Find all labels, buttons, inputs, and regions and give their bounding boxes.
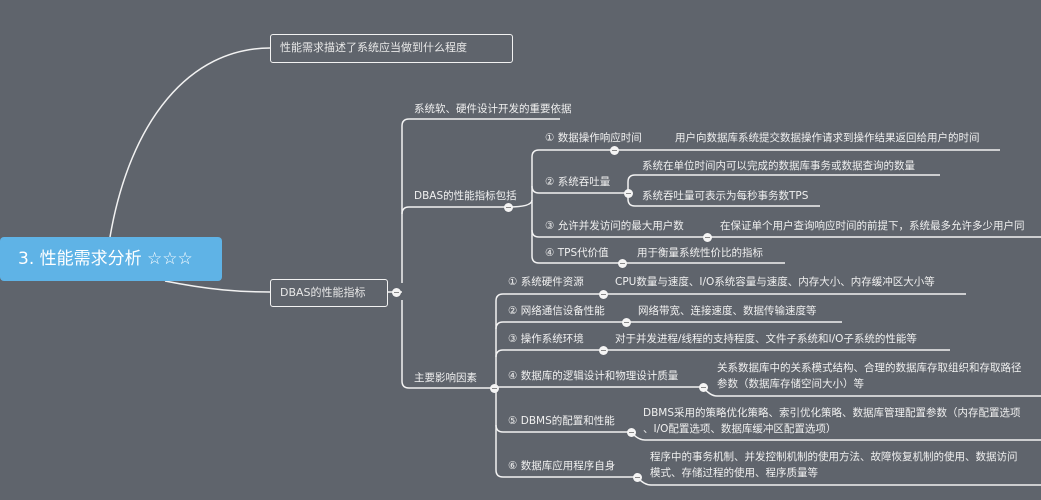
node-factors[interactable]: 主要影响因素 bbox=[414, 372, 477, 384]
collapse-toggle[interactable] bbox=[489, 383, 499, 393]
node-performance-description[interactable]: 性能需求描述了系统应当做到什么程度 bbox=[270, 34, 513, 63]
node-tps-cost[interactable]: ④ TPS代价值 bbox=[545, 247, 609, 259]
leaf-text[interactable]: 参数（数据库存储空间大小）等 bbox=[717, 378, 864, 390]
node-os[interactable]: ③ 操作系统环境 bbox=[508, 333, 584, 345]
collapse-toggle[interactable] bbox=[598, 289, 608, 299]
leaf-text[interactable]: 程序中的事务机制、并发控制机制的使用方法、故障恢复机制的使用、数据访问 bbox=[650, 451, 1018, 463]
node-dbms-config[interactable]: ⑤ DBMS的配置和性能 bbox=[508, 415, 615, 427]
leaf-text[interactable]: CPU数量与速度、I/O系统容量与速度、内存大小、内存缓冲区大小等 bbox=[615, 276, 935, 288]
node-design-basis[interactable]: 系统软、硬件设计开发的重要依据 bbox=[414, 103, 572, 115]
leaf-text[interactable]: 对于并发进程/线程的支持程度、文件子系统和I/O子系统的性能等 bbox=[615, 333, 917, 345]
node-throughput[interactable]: ② 系统吞吐量 bbox=[545, 176, 611, 188]
leaf-text[interactable]: 、I/O配置选项、数据库缓冲区配置选项） bbox=[643, 423, 837, 435]
collapse-toggle[interactable] bbox=[598, 345, 608, 355]
node-dbas-performance[interactable]: DBAS的性能指标 bbox=[270, 279, 388, 307]
leaf-text[interactable]: 网络带宽、连接速度、数据传输速度等 bbox=[638, 305, 817, 317]
leaf-text[interactable]: DBMS采用的策略优化策略、索引优化策略、数据库管理配置参数（内存配置选项 bbox=[643, 407, 1021, 419]
collapse-toggle[interactable] bbox=[503, 202, 513, 212]
leaf-text[interactable]: 系统吞吐量可表示为每秒事务数TPS bbox=[642, 190, 809, 202]
collapse-toggle[interactable] bbox=[632, 472, 642, 482]
collapse-toggle[interactable] bbox=[626, 427, 636, 437]
node-network[interactable]: ② 网络通信设备性能 bbox=[508, 305, 605, 317]
collapse-toggle[interactable] bbox=[391, 287, 401, 297]
node-db-design[interactable]: ④ 数据库的逻辑设计和物理设计质量 bbox=[508, 370, 679, 382]
leaf-text[interactable]: 用户向数据库系统提交数据操作请求到操作结果返回给用户的时间 bbox=[675, 132, 980, 144]
collapse-toggle[interactable] bbox=[609, 145, 619, 155]
leaf-text[interactable]: 在保证单个用户查询响应时间的前提下，系统最多允许多少用户同 bbox=[720, 220, 1025, 232]
leaf-text[interactable]: 模式、存储过程的使用、程序质量等 bbox=[650, 467, 818, 479]
collapse-toggle[interactable] bbox=[621, 317, 631, 327]
node-application[interactable]: ⑥ 数据库应用程序自身 bbox=[508, 460, 616, 472]
node-response-time[interactable]: ① 数据操作响应时间 bbox=[545, 132, 642, 144]
collapse-toggle[interactable] bbox=[623, 188, 633, 198]
leaf-text[interactable]: 用于衡量系统性价比的指标 bbox=[637, 247, 763, 259]
node-max-concurrent-users[interactable]: ③ 允许并发访问的最大用户数 bbox=[545, 220, 684, 232]
collapse-toggle[interactable] bbox=[702, 232, 712, 242]
root-node[interactable]: 3. 性能需求分析 ☆☆☆ bbox=[0, 237, 222, 281]
leaf-text[interactable]: 系统在单位时间内可以完成的数据库事务或数据查询的数量 bbox=[642, 160, 915, 172]
node-hardware[interactable]: ① 系统硬件资源 bbox=[508, 276, 584, 288]
node-indicators[interactable]: DBAS的性能指标包括 bbox=[414, 190, 517, 202]
collapse-toggle[interactable] bbox=[698, 382, 708, 392]
leaf-text[interactable]: 关系数据库中的关系模式结构、合理的数据库存取组织和存取路径 bbox=[717, 362, 1022, 374]
collapse-toggle[interactable] bbox=[617, 258, 627, 268]
